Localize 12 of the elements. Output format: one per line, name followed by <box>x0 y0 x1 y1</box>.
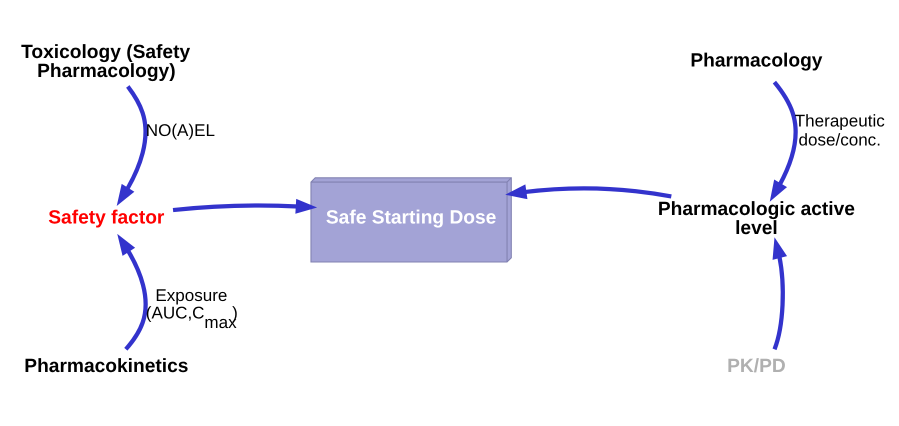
arrow <box>770 80 798 202</box>
arrow <box>117 233 148 350</box>
node-text: Pharmacologic active level <box>658 198 855 239</box>
arrow <box>505 184 672 199</box>
node-text: Pharmacology <box>690 50 822 71</box>
node-text: Toxicology (Safety Pharmacology) <box>21 41 190 82</box>
node-text: Safety factor <box>48 207 164 228</box>
arrow <box>172 198 318 214</box>
node-text: PK/PD <box>727 356 786 377</box>
node-text: Pharmacokinetics <box>24 356 188 377</box>
arrow <box>772 236 788 350</box>
arrow <box>116 84 148 206</box>
